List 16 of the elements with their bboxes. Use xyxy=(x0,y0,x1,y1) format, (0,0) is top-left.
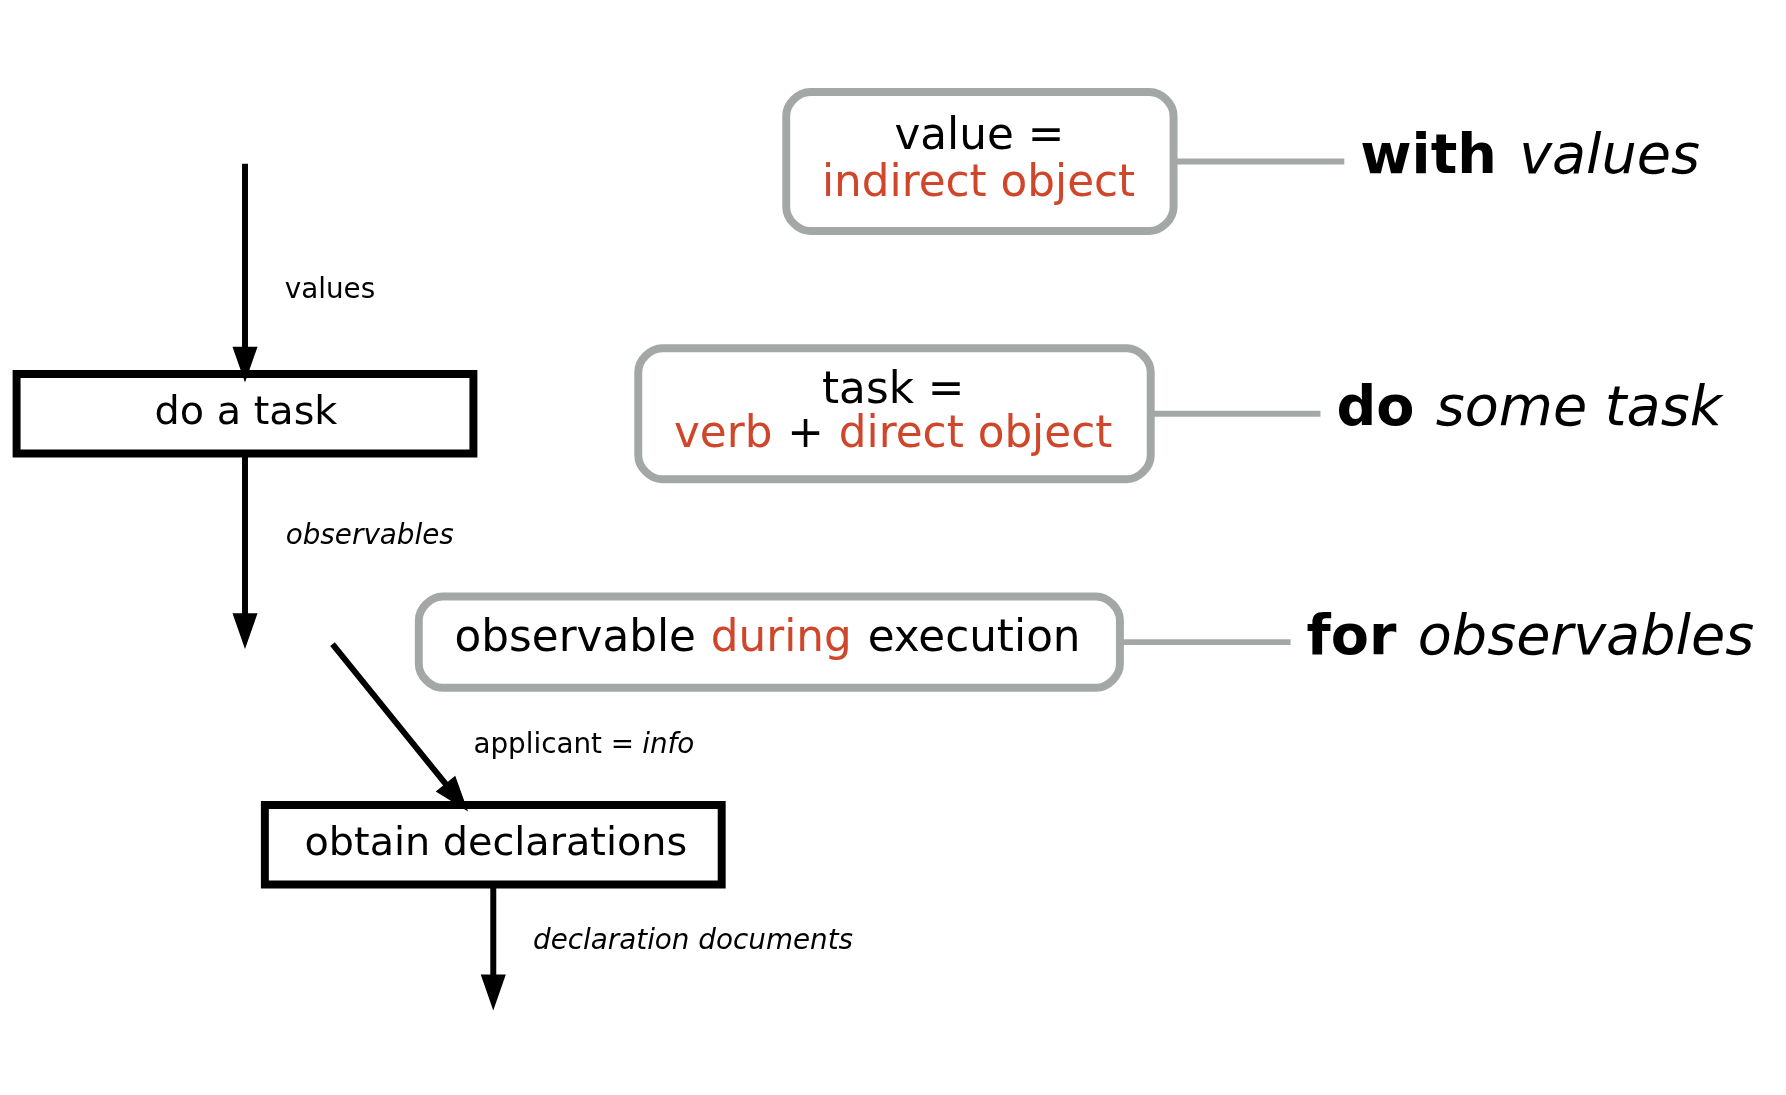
node-text: with values xyxy=(1360,121,1701,187)
node-text: for observables xyxy=(1306,601,1755,667)
node-box: value = indirect object xyxy=(782,87,1178,235)
node-box: task = verb + direct object xyxy=(634,344,1155,484)
edge-label: declaration documents xyxy=(533,923,854,957)
connector xyxy=(1120,639,1291,646)
node-text: do some task xyxy=(1336,373,1722,439)
edge-label: observables xyxy=(285,518,454,552)
arrow xyxy=(232,163,258,383)
node-box: obtain declarations xyxy=(260,801,726,889)
arrow xyxy=(330,642,469,812)
arrow xyxy=(480,885,506,1011)
edge-label: values xyxy=(284,271,376,305)
edge-label: applicant = info xyxy=(473,726,695,760)
node-box: do a task xyxy=(12,370,478,458)
node-box: observable during execution xyxy=(414,592,1124,692)
